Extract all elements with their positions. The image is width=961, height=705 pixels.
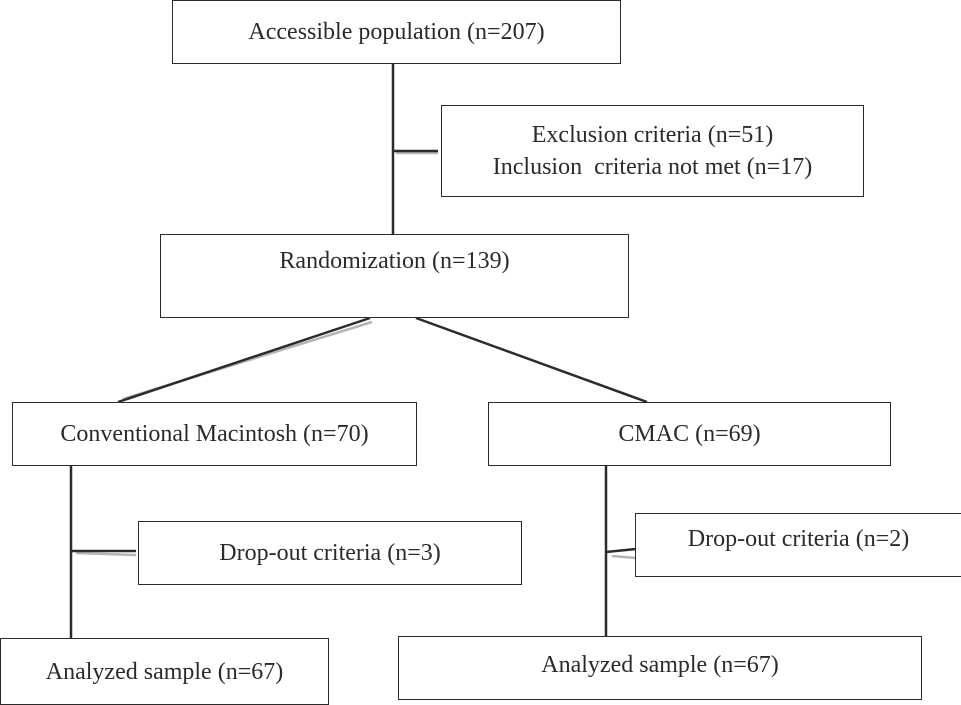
analyzed-sample-right-label: Analyzed sample (n=67) [541, 652, 779, 678]
analyzed-sample-right-box: Analyzed sample (n=67) [398, 636, 922, 700]
dropout-criteria-left-label: Drop-out criteria (n=3) [219, 540, 441, 566]
dropout-criteria-right-box: Drop-out criteria (n=2) [635, 513, 961, 577]
exclusion-criteria-box: Exclusion criteria (n=51) Inclusion crit… [441, 105, 864, 197]
line-dropout-right-branch [605, 547, 637, 554]
line-split-left [117, 316, 371, 404]
conventional-macintosh-label: Conventional Macintosh (n=70) [60, 421, 369, 447]
dropout-criteria-left-box: Drop-out criteria (n=3) [138, 521, 522, 585]
shadow-dropout-right-branch [611, 554, 637, 560]
cmac-box: CMAC (n=69) [488, 402, 891, 466]
cmac-label: CMAC (n=69) [618, 421, 761, 447]
randomization-label: Randomization (n=139) [279, 248, 510, 274]
inclusion-criteria-not-met-label: Inclusion criteria not met (n=17) [492, 154, 813, 180]
exclusion-criteria-label: Exclusion criteria (n=51) [531, 122, 774, 148]
connector-strokes [69, 64, 648, 638]
conventional-macintosh-box: Conventional Macintosh (n=70) [12, 402, 417, 466]
connector-shadows [75, 151, 637, 560]
shadow-dropout-left-branch [75, 551, 137, 557]
line-split-right [415, 316, 648, 404]
dropout-criteria-right-label: Drop-out criteria (n=2) [687, 526, 910, 552]
accessible-population-box: Accessible population (n=207) [172, 0, 621, 64]
analyzed-sample-left-box: Analyzed sample (n=67) [0, 638, 329, 705]
randomization-box: Randomization (n=139) [160, 234, 629, 318]
accessible-population-label: Accessible population (n=207) [248, 19, 545, 45]
analyzed-sample-left-label: Analyzed sample (n=67) [45, 658, 284, 685]
